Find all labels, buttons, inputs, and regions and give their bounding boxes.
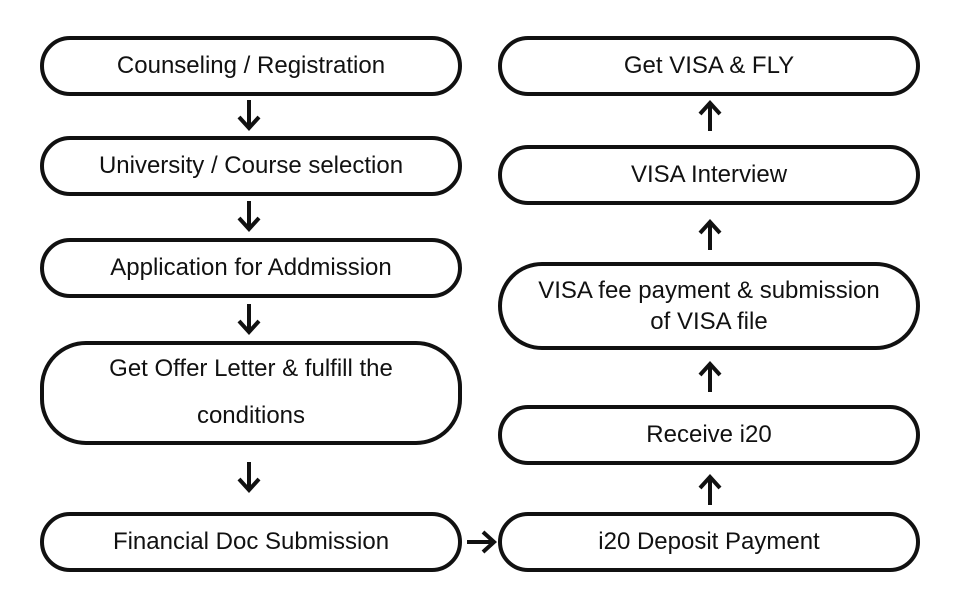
step-receive-i20: Receive i20 xyxy=(498,405,920,465)
step-label: Application for Addmission xyxy=(110,254,392,282)
step-visa-fee-payment: VISA fee payment & submission of VISA fi… xyxy=(498,262,920,350)
arrow-down-icon xyxy=(237,100,261,131)
step-application-for-admission: Application for Addmission xyxy=(40,238,462,298)
step-label: i20 Deposit Payment xyxy=(598,528,820,556)
arrow-down-icon xyxy=(237,304,261,335)
step-label: Receive i20 xyxy=(646,421,772,449)
step-offer-letter: Get Offer Letter & fulfill the condition… xyxy=(40,341,462,445)
step-visa-interview: VISA Interview xyxy=(498,145,920,205)
step-label: Get VISA & FLY xyxy=(623,52,795,80)
arrow-up-icon xyxy=(698,361,722,392)
step-label: University / Course selection xyxy=(98,152,404,180)
arrow-up-icon xyxy=(698,100,722,131)
step-university-course-selection: University / Course selection xyxy=(40,136,462,196)
arrow-right-icon xyxy=(467,530,497,554)
step-financial-doc-submission: Financial Doc Submission xyxy=(40,512,462,572)
step-label-line-1: Get Offer Letter & fulfill the xyxy=(109,355,393,383)
step-label: VISA Interview xyxy=(630,161,788,189)
step-i20-deposit-payment: i20 Deposit Payment xyxy=(498,512,920,572)
step-get-visa-fly: Get VISA & FLY xyxy=(498,36,920,96)
step-label-line-2: conditions xyxy=(196,402,306,429)
arrow-down-icon xyxy=(237,201,261,232)
arrow-up-icon xyxy=(698,474,722,505)
step-label: Counseling / Registration xyxy=(116,52,386,80)
step-label-line-1: VISA fee payment & submission xyxy=(538,276,880,304)
step-label-line-2: of VISA file xyxy=(650,308,768,335)
step-counseling-registration: Counseling / Registration xyxy=(40,36,462,96)
arrow-up-icon xyxy=(698,219,722,250)
step-label: Financial Doc Submission xyxy=(112,528,390,556)
arrow-down-icon xyxy=(237,462,261,493)
